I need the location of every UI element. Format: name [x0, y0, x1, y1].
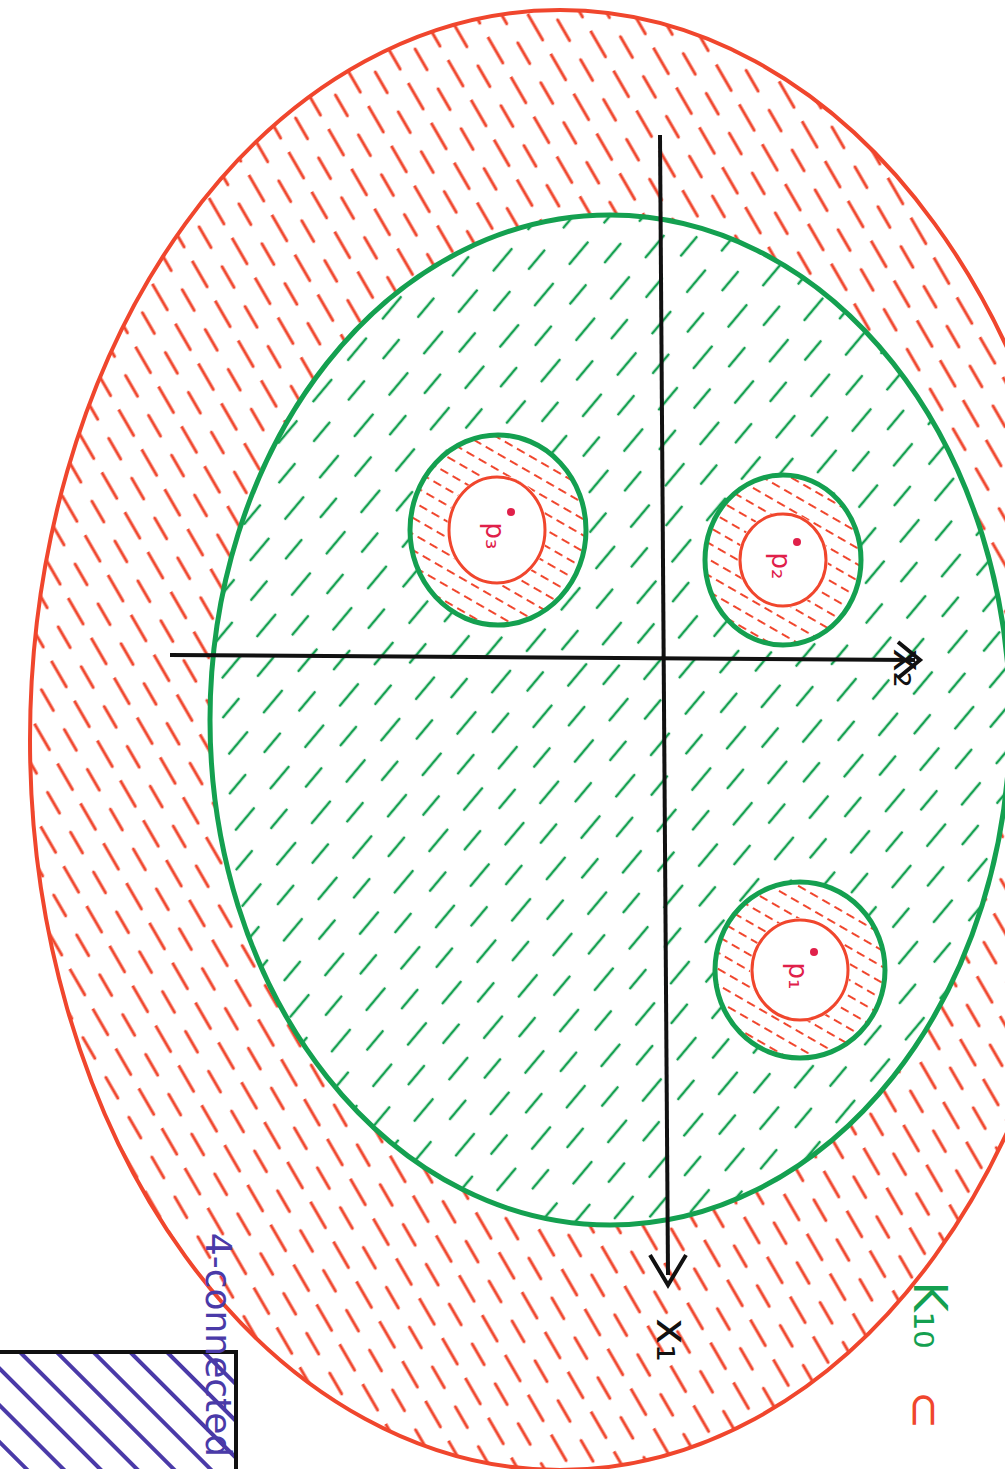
- point-neighbourhood: p₃: [447, 475, 547, 585]
- annotation: ⊂: [902, 1391, 948, 1430]
- annotation: 4-connected: [200, 1233, 236, 1457]
- point-label: p₂: [768, 553, 794, 580]
- point-label: p₁: [785, 963, 811, 990]
- point-neighbourhood: p₂: [738, 512, 828, 608]
- point-label: p₃: [482, 523, 508, 550]
- axis-label: x₁: [650, 1318, 694, 1362]
- point-neighbourhood: p₁: [750, 918, 850, 1022]
- annotation: K₁₀: [907, 1281, 953, 1348]
- axis-label: x₂: [888, 648, 928, 688]
